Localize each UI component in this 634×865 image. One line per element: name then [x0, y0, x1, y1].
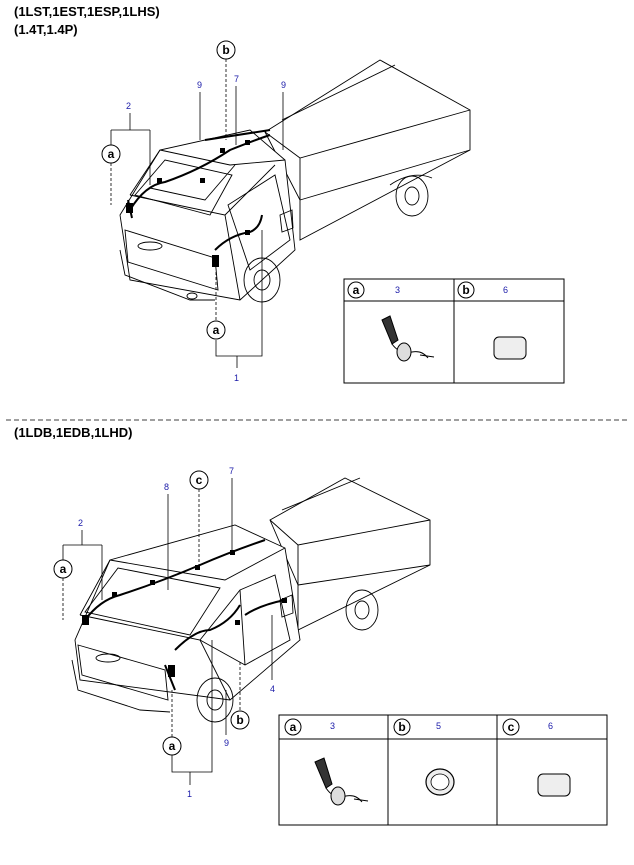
- section1-header-line1: (1LST,1EST,1ESP,1LHS): [14, 4, 160, 19]
- section1-callout-letter-b: b: [216, 40, 236, 60]
- legend-letter: b: [462, 283, 469, 297]
- section1-callout-lines: [110, 59, 284, 368]
- callout-number: 1: [187, 789, 192, 799]
- grommet-wire-icon: [381, 315, 435, 362]
- section2-callout-letter-a: a: [162, 736, 182, 756]
- legend-letter: a: [353, 283, 360, 297]
- callout-number: 8: [164, 482, 169, 492]
- callout-number: 2: [126, 101, 131, 111]
- callout-number: 2: [78, 518, 83, 528]
- svg-text:b: b: [222, 43, 229, 57]
- section2-header-line1: (1LDB,1EDB,1LHD): [14, 425, 133, 440]
- callout-number: 4: [270, 684, 275, 694]
- section1-header-line2: (1.4T,1.4P): [14, 22, 78, 37]
- section1-callout-letter-a: a: [101, 144, 121, 164]
- svg-text:a: a: [213, 323, 220, 337]
- callout-number: 9: [197, 80, 202, 90]
- svg-text:a: a: [169, 739, 176, 753]
- section2-legend-table: a 3 b 5 c 6: [278, 714, 608, 826]
- svg-text:c: c: [196, 473, 203, 487]
- callout-number: 7: [229, 466, 234, 476]
- section2-callout-letter-a: a: [53, 559, 73, 579]
- legend-letter: c: [508, 720, 515, 734]
- pad-icon: [493, 336, 527, 360]
- legend-letter: b: [398, 720, 405, 734]
- single-cab-truck: [119, 59, 471, 303]
- legend-part-number: 5: [436, 721, 441, 731]
- section2-harness-connectors: [82, 550, 287, 677]
- section1-callout-letter-a: a: [206, 320, 226, 340]
- grommet-wire-icon: [314, 757, 369, 806]
- pad-icon: [537, 773, 571, 797]
- section2-callout-letter-b: b: [230, 710, 250, 730]
- svg-text:a: a: [108, 147, 115, 161]
- callout-number: 1: [234, 373, 239, 383]
- callout-number: 7: [234, 74, 239, 84]
- svg-text:a: a: [60, 562, 67, 576]
- callout-number: 9: [281, 80, 286, 90]
- legend-part-number: 3: [395, 285, 400, 295]
- round-grommet-icon: [425, 768, 455, 796]
- section2-callout-letter-c: c: [189, 470, 209, 490]
- legend-part-number: 3: [330, 721, 335, 731]
- svg-text:b: b: [236, 713, 243, 727]
- section1-harness-connectors: [126, 140, 250, 267]
- legend-part-number: 6: [503, 285, 508, 295]
- section2-callout-lines: [62, 478, 273, 785]
- double-cab-truck: [71, 477, 431, 723]
- legend-part-number: 6: [548, 721, 553, 731]
- callout-number: 9: [224, 738, 229, 748]
- section1-legend-table: a 3 b 6: [343, 278, 565, 384]
- legend-letter: a: [290, 720, 297, 734]
